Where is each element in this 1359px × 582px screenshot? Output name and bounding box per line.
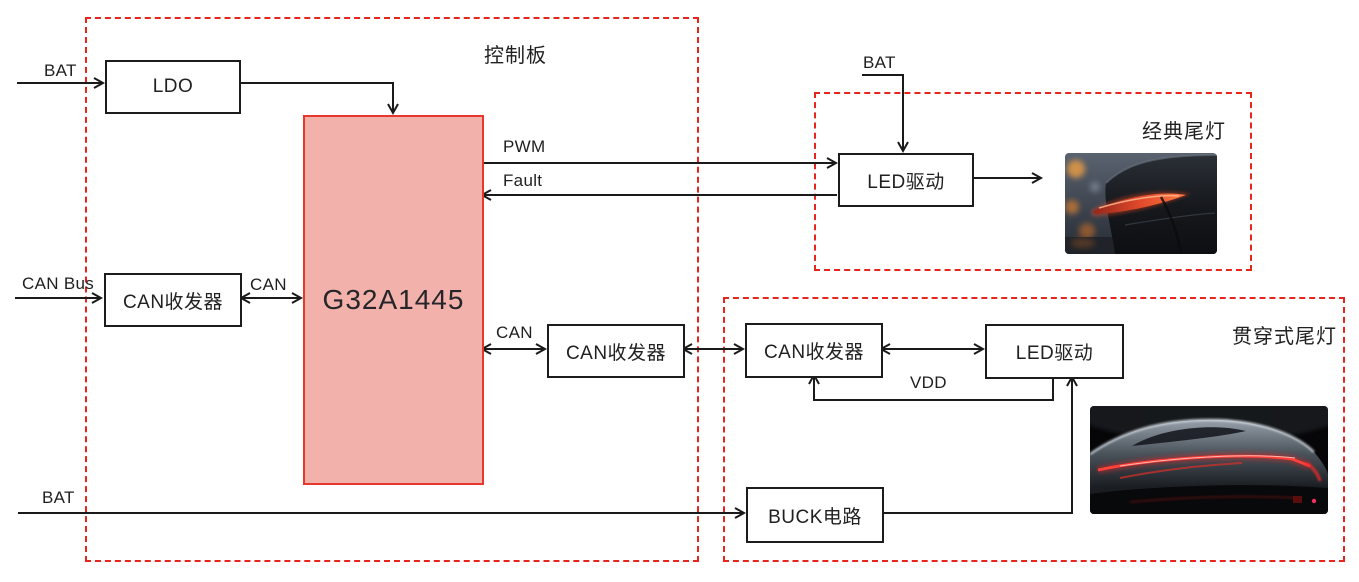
block-can-transceiver-light-label: CAN收发器: [763, 342, 865, 363]
block-can-transceiver-light: CAN收发器: [745, 323, 883, 378]
block-can-transceiver-board: CAN收发器: [547, 324, 685, 378]
block-led-driver-classic-label: LED驱动: [867, 171, 945, 193]
arrowhead: [291, 292, 304, 304]
wire-vdd: [813, 376, 1054, 401]
block-mcu-g32a1445: G32A1445: [303, 115, 484, 485]
group-through-taillight-outline: [723, 297, 1345, 562]
block-ldo: LDO: [105, 60, 241, 114]
arrowhead: [1031, 172, 1044, 184]
label-bat-buck: BAT: [42, 488, 75, 507]
block-ldo-label: LDO: [152, 76, 194, 97]
label-can-mcu-right: CAN: [496, 323, 533, 342]
label-can-mcu-left: CAN: [250, 275, 287, 294]
block-can-transceiver-main-label: CAN收发器: [122, 291, 224, 313]
arrowhead: [734, 507, 747, 519]
group-classic-taillight-outline: [814, 92, 1252, 271]
arrowhead: [93, 77, 106, 89]
arrowhead: [535, 343, 548, 355]
arrowhead: [897, 141, 909, 154]
block-can-transceiver-main: CAN收发器: [104, 273, 242, 327]
arrowhead: [91, 292, 104, 304]
block-buck: BUCK电路: [746, 487, 884, 543]
label-bat-ldo: BAT: [44, 61, 77, 80]
label-bat-classic: BAT: [863, 53, 896, 72]
arrowhead: [733, 343, 746, 355]
group-label-control-board: 控制板: [484, 45, 547, 67]
label-vdd: VDD: [910, 373, 947, 392]
wire-ldo-to-mcu: [237, 82, 394, 111]
arrowhead: [387, 103, 399, 116]
wire-buck-to-leddriver: [881, 378, 1073, 514]
arrowhead: [826, 157, 839, 169]
classic-taillight-photo: [1065, 153, 1217, 254]
block-buck-label: BUCK电路: [768, 506, 862, 528]
block-led-driver-classic: LED驱动: [838, 153, 974, 207]
group-control-board-outline: [85, 17, 699, 562]
through-taillight-photo: [1090, 406, 1328, 514]
label-pwm: PWM: [503, 137, 546, 156]
block-led-driver-through-label: LED驱动: [1015, 343, 1094, 364]
group-label-classic-taillight: 经典尾灯: [1142, 121, 1226, 143]
group-label-through-taillight: 贯穿式尾灯: [1232, 326, 1337, 348]
block-led-driver-through: LED驱动: [985, 324, 1124, 379]
wire-bat-to-led-classic: [862, 74, 904, 149]
block-mcu-label: G32A1445: [322, 284, 465, 315]
label-fault: Fault: [503, 171, 543, 190]
arrowhead: [973, 343, 986, 355]
label-can-bus: CAN Bus: [22, 274, 95, 293]
block-can-transceiver-board-label: CAN收发器: [565, 342, 667, 364]
